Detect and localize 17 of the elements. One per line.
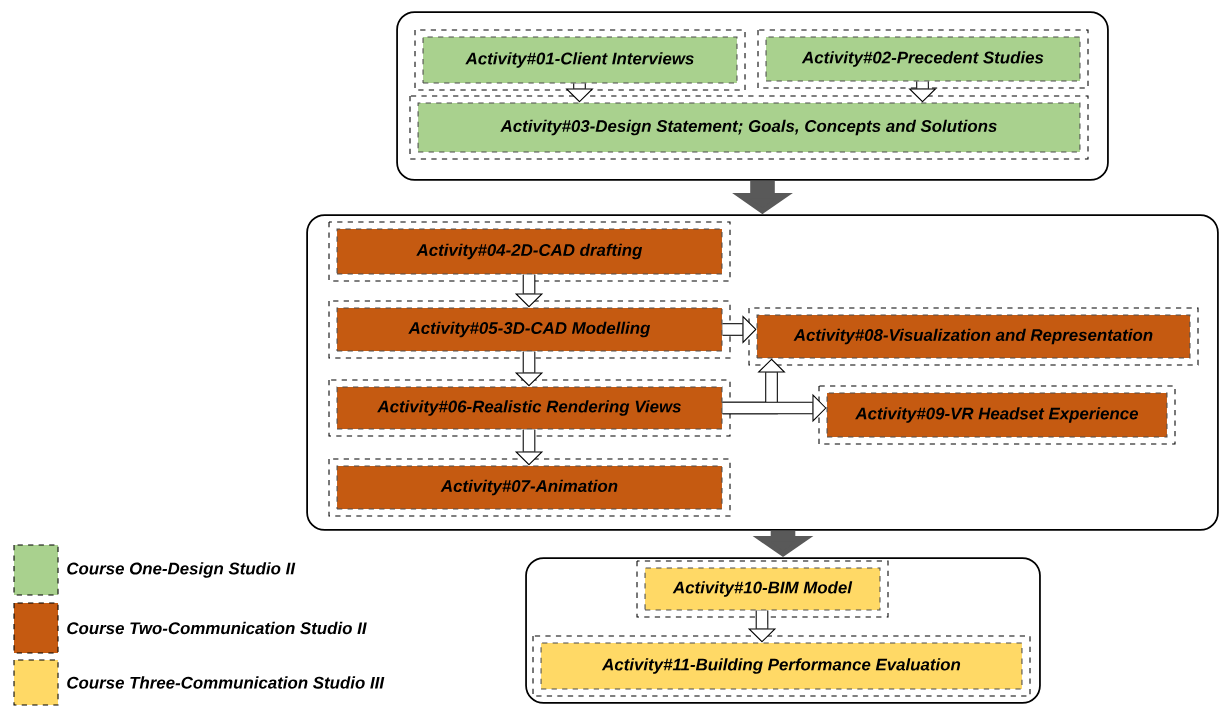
activity-box: Activity#01-Client Interviews — [414, 29, 746, 91]
activity-box: Activity#07-Animation — [328, 458, 731, 517]
legend-label: Course Three-Communication Studio III — [67, 676, 385, 689]
activity-box: Activity#09-VR Headset Experience — [818, 385, 1176, 445]
activity-box: Activity#03-Design Statement; Goals, Concepts and Solutions — [409, 95, 1089, 160]
activity-box: Activity#11-Building Performance Evaluation — [532, 635, 1031, 697]
legend-label: Course One-Design Studio II — [67, 562, 296, 578]
group-panel — [396, 11, 1109, 181]
group-panel — [306, 214, 1219, 531]
activity-box: Activity#04-2D-CAD drafting — [328, 221, 731, 282]
activity-box: Activity#02-Precedent Studies — [757, 29, 1089, 89]
activity-box: Activity#08-Visualization and Representation — [748, 307, 1199, 366]
group-panel — [525, 557, 1041, 704]
activity-box: Activity#10-BIM Model — [636, 560, 889, 618]
legend-label: Course Two-Communication Studio II — [67, 621, 367, 635]
activity-box: Activity#05-3D-CAD Modelling — [328, 300, 731, 359]
activity-box: Activity#06-Realistic Rendering Views — [328, 379, 731, 437]
